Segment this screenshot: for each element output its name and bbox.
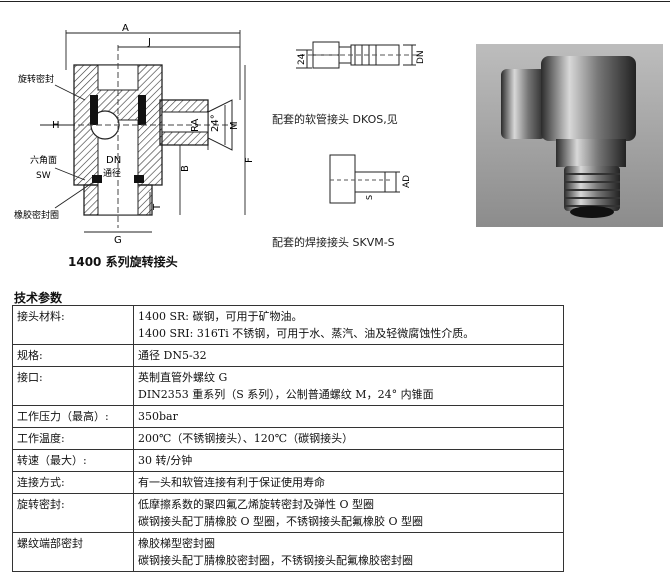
spec-value-line: 英制直管外螺纹 G (138, 371, 228, 384)
spec-value-line: 碳钢接头配丁腈橡胶密封圈，不锈钢接头配氟橡胶密封圈 (138, 554, 413, 567)
dim-s: S (365, 195, 374, 200)
dim-m: M (229, 121, 240, 130)
hose-fitting-drawing (296, 41, 420, 69)
dim-angle: 24° (210, 114, 221, 132)
dim-g: G (114, 235, 122, 246)
spec-value-line: 低摩擦系数的聚四氟乙烯旋转密封及弹性 O 型圈 (138, 498, 375, 511)
figure-title: 1400 系列旋转接头 (68, 255, 178, 269)
spec-value: 有一头和软管连接有利于保证使用寿命 (133, 471, 564, 494)
section-title: 技术参数 (14, 291, 63, 305)
spec-row: 转速（最大）: 30 转/分钟 (12, 449, 564, 472)
spec-key: 连接方式: (12, 471, 134, 494)
spec-key: 接口: (12, 366, 134, 406)
label-hex: 六角面 (30, 154, 57, 166)
dim-f: F (244, 157, 255, 163)
spec-value-line: 橡胶梯型密封圈 (138, 537, 215, 550)
technical-drawing: A J H RA 24° M B F T G DN 旋转密封 六角面 SW 通径… (14, 23, 426, 246)
spec-row: 工作压力（最高）: 350bar (12, 405, 564, 428)
spec-value-line: 1400 SR: 碳钢，可用于矿物油。 (138, 310, 303, 323)
spec-value-line: 碳钢接头配丁腈橡胶 O 型圈，不锈钢接头配氟橡胶 O 型圈 (138, 515, 424, 528)
dim-h: H (52, 120, 60, 131)
spec-key: 工作压力（最高）: (12, 405, 134, 428)
spec-value-line: 有一头和软管连接有利于保证使用寿命 (138, 476, 325, 489)
spec-row: 螺纹端部密封橡胶梯型密封圈碳钢接头配丁腈橡胶密封圈，不锈钢接头配氟橡胶密封圈 (12, 532, 564, 572)
label-bore: 通径 (103, 167, 121, 179)
spec-key: 规格: (12, 344, 134, 367)
spec-value-line: 通径 DN5-32 (138, 349, 207, 362)
spec-table: 接头材料: 1400 SR: 碳钢，可用于矿物油。 1400 SRI: 316Ti … (12, 305, 564, 572)
spec-value-line: 30 转/分钟 (138, 454, 193, 467)
spec-value-line: 350bar (138, 410, 178, 423)
caption-weld-fitting: 配套的焊接接头 SKVM-S (272, 236, 395, 249)
spec-value-line: 200℃（不锈钢接头）、120℃（碳钢接头） (138, 432, 354, 445)
spec-key: 螺纹端部密封 (12, 532, 134, 572)
spec-row: 连接方式: 有一头和软管连接有利于保证使用寿命 (12, 471, 564, 494)
spec-row: 工作温度: 200℃（不锈钢接头）、120℃（碳钢接头） (12, 427, 564, 450)
dim-t: T (152, 203, 163, 211)
top-rule (0, 1, 670, 2)
spec-value: 通径 DN5-32 (133, 344, 564, 367)
spec-key: 转速（最大）: (12, 449, 134, 472)
spec-row: 规格: 通径 DN5-32 (12, 344, 564, 367)
dim-dn: DN (106, 155, 121, 166)
weld-fitting-drawing (329, 154, 400, 204)
spec-value-line: 1400 SRI: 316Ti 不锈钢，可用于水、蒸汽、油及轻微腐蚀性介质。 (138, 327, 475, 340)
dim-b: B (180, 165, 191, 172)
spec-value: 英制直管外螺纹 G DIN2353 重系列（S 系列），公制普通螺纹 M，24° … (133, 366, 564, 406)
spec-key: 接头材料: (12, 305, 134, 345)
spec-value-line: DIN2353 重系列（S 系列），公制普通螺纹 M，24° 内锥面 (138, 388, 434, 401)
spec-key: 旋转密封: (12, 493, 134, 533)
dim-dn-right: DN (416, 50, 426, 64)
dim-a: A (122, 23, 129, 34)
dim-24: 24 (297, 53, 307, 65)
product-photo (476, 44, 663, 227)
spec-value: 30 转/分钟 (133, 449, 564, 472)
spec-row: 接口: 英制直管外螺纹 G DIN2353 重系列（S 系列），公制普通螺纹 M，2… (12, 366, 564, 406)
label-sw: SW (36, 171, 51, 181)
dim-ad: AD (402, 175, 412, 188)
dim-ra: RA (190, 118, 201, 132)
caption-hose-fitting: 配套的软管接头 DKOS,见 (272, 113, 398, 126)
dim-j: J (147, 37, 151, 48)
spec-value: 200℃（不锈钢接头）、120℃（碳钢接头） (133, 427, 564, 450)
spec-row: 接头材料: 1400 SR: 碳钢，可用于矿物油。 1400 SRI: 316Ti … (12, 305, 564, 345)
spec-row: 旋转密封:低摩擦系数的聚四氟乙烯旋转密封及弹性 O 型圈碳钢接头配丁腈橡胶 O … (12, 493, 564, 533)
spec-value: 1400 SR: 碳钢，可用于矿物油。 1400 SRI: 316Ti 不锈钢，可… (133, 305, 564, 345)
spec-key: 工作温度: (12, 427, 134, 450)
spec-value: 低摩擦系数的聚四氟乙烯旋转密封及弹性 O 型圈碳钢接头配丁腈橡胶 O 型圈，不锈… (133, 493, 564, 533)
label-swivel-seal: 旋转密封 (18, 73, 54, 85)
label-rubber-seal: 橡胶密封圈 (14, 209, 59, 221)
spec-value: 350bar (133, 405, 564, 428)
spec-value: 橡胶梯型密封圈碳钢接头配丁腈橡胶密封圈，不锈钢接头配氟橡胶密封圈 (133, 532, 564, 572)
